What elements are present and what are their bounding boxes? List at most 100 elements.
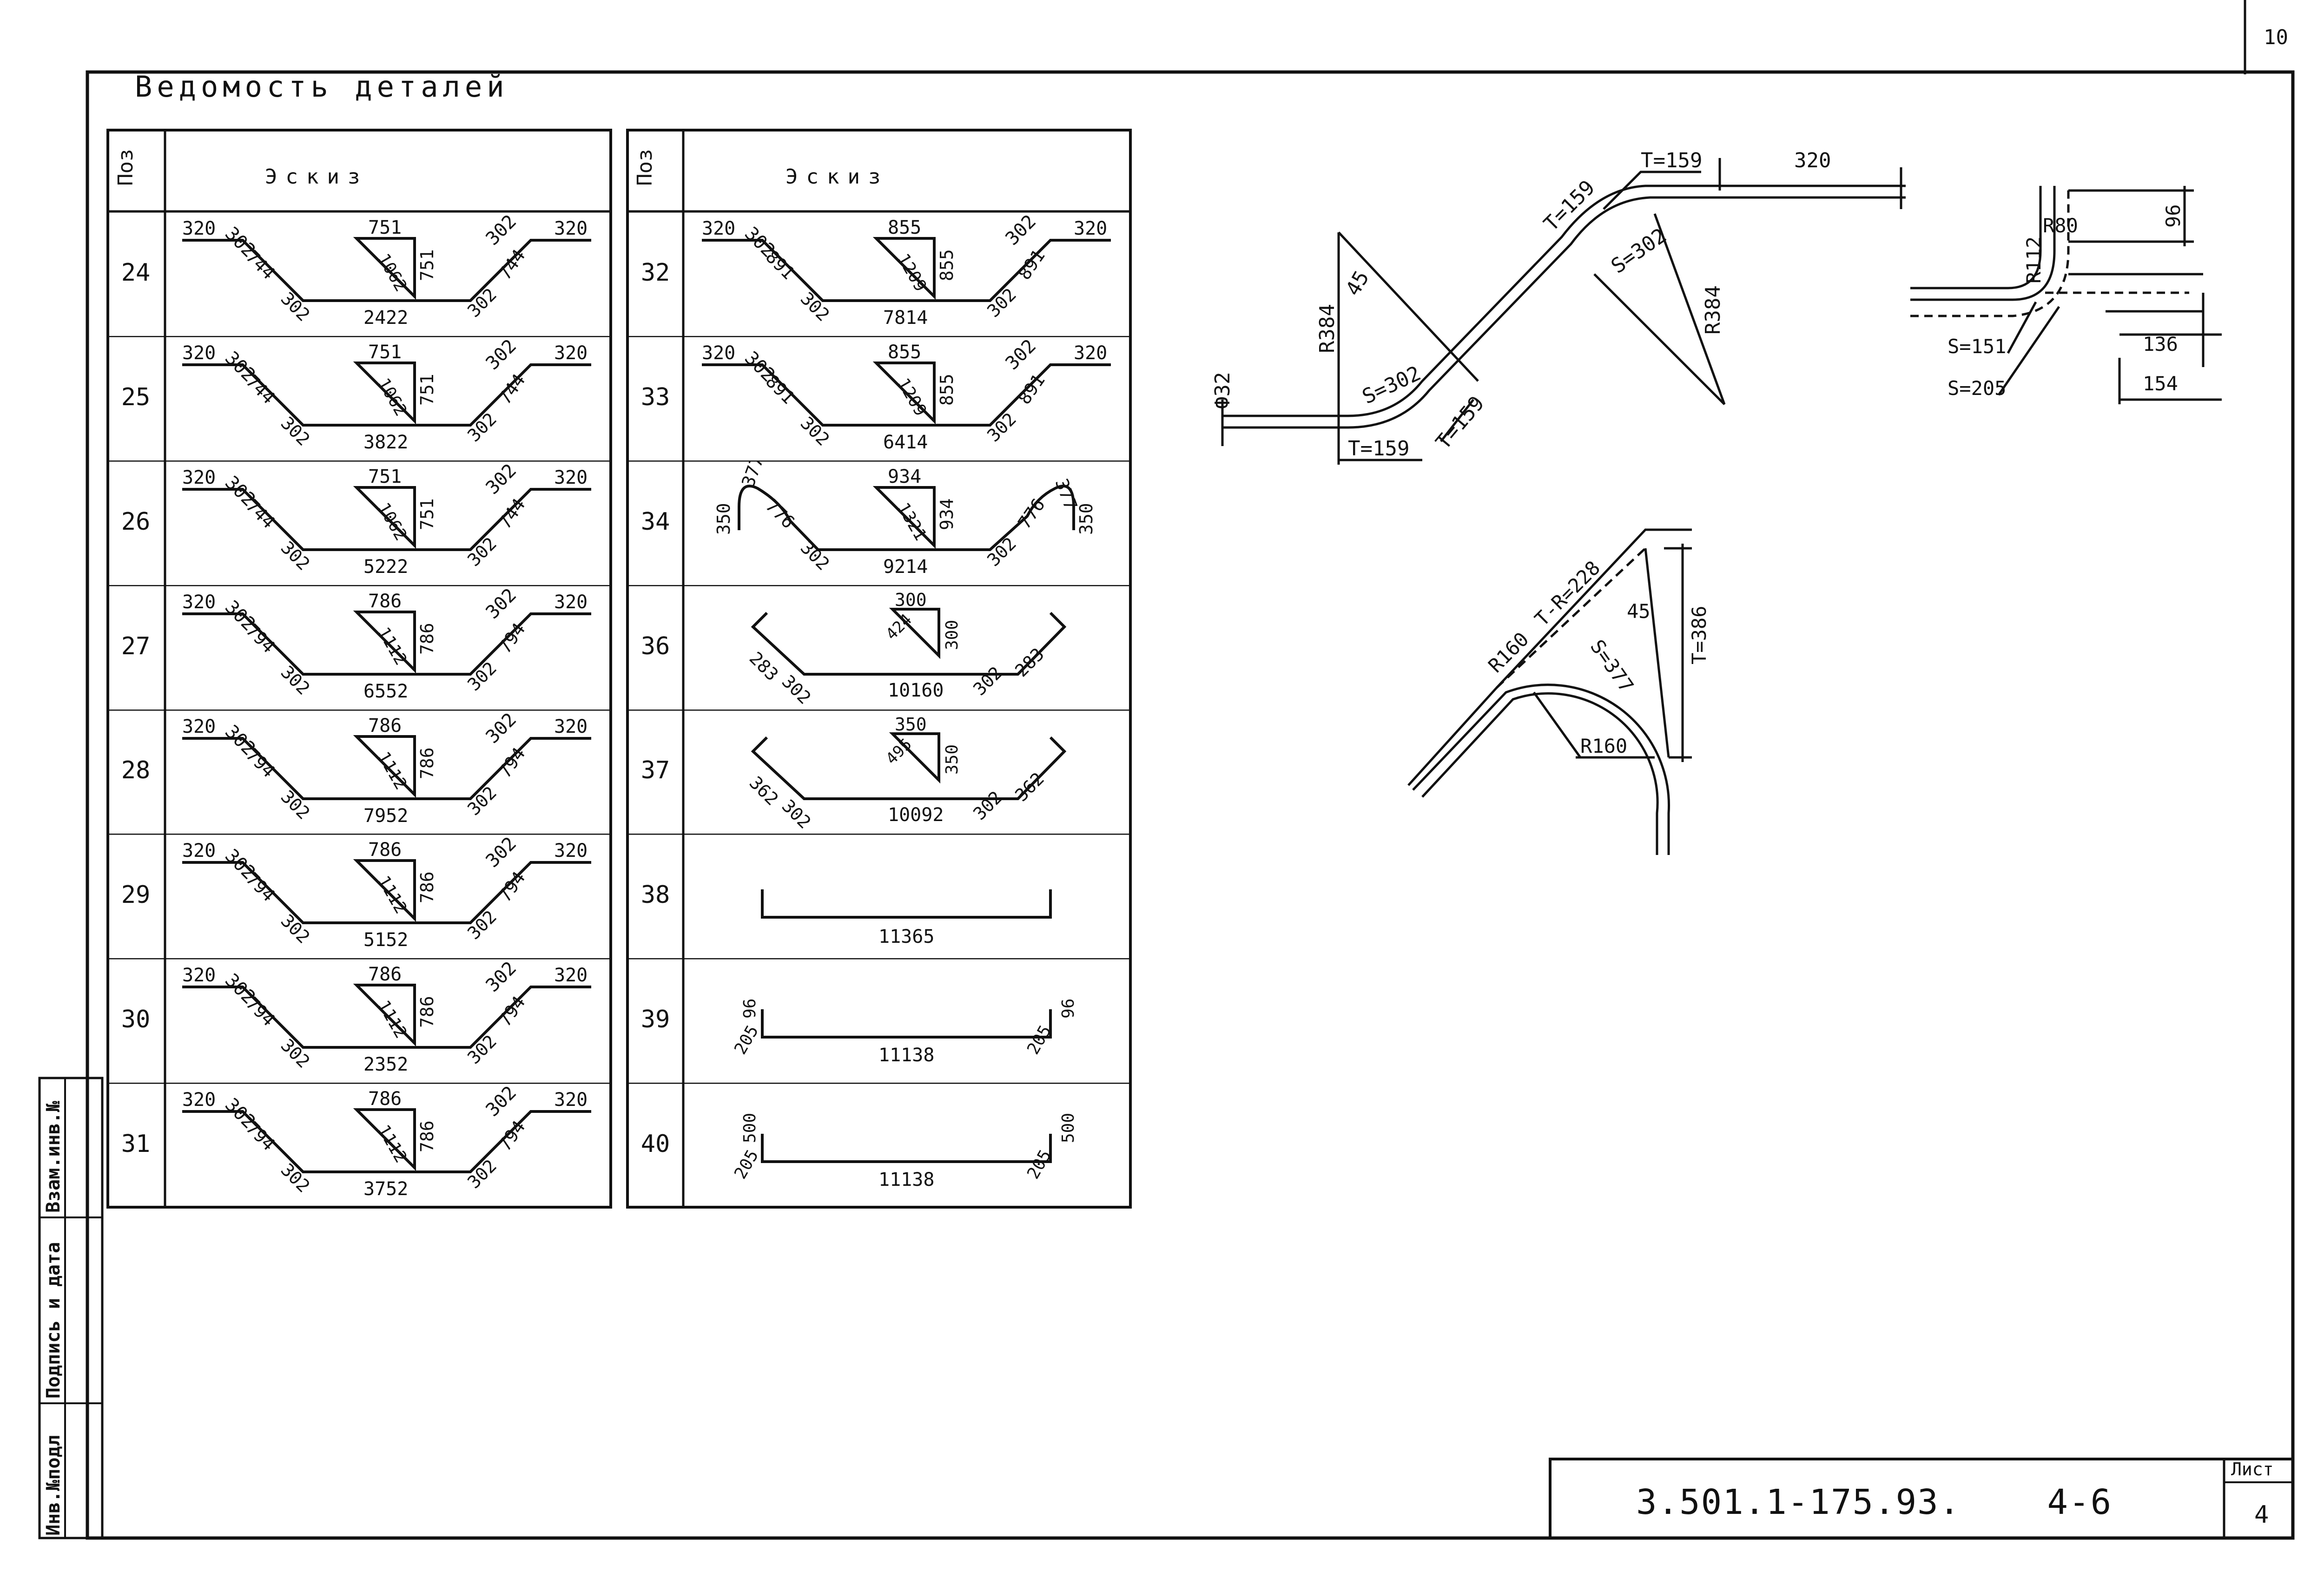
dim-base: 11365: [878, 926, 934, 947]
dim-base: 7814: [883, 307, 928, 329]
tri-b: 786: [417, 996, 437, 1028]
drawing-code: 3.501.1-175.93. 4-6: [1636, 1482, 2113, 1522]
side-label-podpis: Подпись и дата: [43, 1242, 64, 1399]
bend-t4-label: T=159: [1431, 392, 1489, 454]
dim-diag-left: 362: [746, 772, 783, 809]
row-pos-number: 30: [121, 1006, 151, 1034]
dim-side-right: 302: [482, 1083, 521, 1121]
dim-end-right: 320: [554, 1089, 588, 1111]
dim-end-right: 320: [554, 592, 588, 613]
dim-bottom-right: 302: [463, 1031, 501, 1068]
dim-bottom-right: 302: [983, 409, 1020, 446]
hook-t1-label: T-R=228: [1530, 556, 1604, 631]
dim-bottom-left: 302: [797, 288, 834, 325]
dim-side-right: 302: [482, 710, 521, 748]
small-d1-label: 96: [2162, 204, 2185, 228]
dim-bottom-right: 302: [463, 782, 501, 819]
dim-diag-right: 794: [494, 1117, 529, 1155]
dim-end-left: 320: [182, 218, 216, 239]
bend-detail-drawing: T=159 320 T=159 S=302 R384 R384 45 S=302…: [1211, 149, 1906, 465]
dim-bottom-left: 302: [797, 413, 834, 450]
tri-a: 300: [895, 590, 927, 610]
dim-low-left: 205: [731, 1022, 762, 1058]
dim-base: 5152: [363, 929, 408, 951]
tri-b: 786: [417, 623, 437, 655]
tri-b: 751: [417, 498, 437, 530]
dim-bottom-left: 302: [277, 786, 314, 823]
right-pos-header: Поз: [633, 149, 657, 186]
dim-end-right: 320: [554, 342, 588, 364]
tri-h: 1112: [374, 624, 410, 669]
dim-diag-left: 283: [746, 648, 783, 685]
dim-base: 6552: [363, 681, 408, 702]
dim-bottom-right: 302: [463, 533, 501, 570]
tri-h: 1062: [374, 250, 410, 295]
dim-bottom-left: 302: [277, 1035, 314, 1072]
dim-diag-right: 776: [1014, 494, 1049, 532]
tri-b: 350: [943, 744, 962, 774]
dim-up-right: 96: [1059, 999, 1078, 1019]
hook-detail-drawing: T-R=228 R160 45 S=377 R160 T=386: [1407, 528, 1710, 855]
tri-a: 855: [888, 342, 921, 363]
sheet-number: 4: [2254, 1501, 2269, 1529]
dim-end-left: 320: [182, 1089, 216, 1111]
dim-base: 5222: [363, 556, 408, 578]
tri-b: 751: [417, 374, 437, 406]
dim-end-left: 320: [182, 840, 216, 861]
hook-r2-label: R160: [1580, 735, 1627, 757]
page-number: 10: [2264, 26, 2288, 49]
dim-base: 10092: [888, 804, 944, 826]
dim-base: 10160: [888, 680, 944, 701]
tri-a: 786: [368, 839, 402, 861]
hook-t2-label: T=386: [1688, 606, 1710, 664]
bend-dia-label: Ф32: [1211, 372, 1235, 409]
row-pos-number: 26: [121, 507, 151, 536]
dim-diag-right: 891: [1014, 246, 1049, 283]
dim-base: 3822: [363, 432, 408, 453]
tri-b: 934: [937, 498, 957, 530]
side-label-inv-podl: Инв.№подл: [43, 1435, 64, 1536]
small-s1-label: S=151: [1948, 335, 2006, 358]
dim-diag-right: 794: [494, 993, 529, 1030]
dim-bottom-right: 302: [463, 409, 501, 446]
dim-bottom-right: 302: [463, 284, 501, 322]
sheet-label: Лист: [2231, 1459, 2274, 1479]
dim-diag-right: 744: [494, 494, 529, 532]
dim-end-right: 320: [554, 467, 588, 488]
tri-a: 751: [368, 217, 402, 238]
dim-base: 11138: [878, 1169, 934, 1190]
row-sketch: 11365: [627, 834, 1130, 947]
dim-end-left: 320: [182, 592, 216, 613]
tri-h: 1062: [374, 500, 410, 544]
dim-diag-right: 891: [1014, 370, 1049, 408]
tri-h: 1062: [374, 375, 410, 420]
dim-bottom-right: 302: [463, 1156, 501, 1193]
dim-bottom-left: 302: [277, 537, 314, 574]
dim-end-left: 320: [182, 965, 216, 986]
row-pos-number: 28: [121, 756, 151, 785]
dim-bottom-right: 302: [463, 657, 501, 695]
row-pos-number: 36: [640, 632, 670, 660]
tri-h: 1209: [893, 250, 930, 295]
tri-h: 1321: [893, 500, 930, 544]
tri-h: 1112: [374, 873, 410, 917]
row-pos-number: 31: [121, 1130, 151, 1158]
left-pos-header: Поз: [114, 149, 138, 186]
dim-up-left: 500: [740, 1113, 759, 1143]
